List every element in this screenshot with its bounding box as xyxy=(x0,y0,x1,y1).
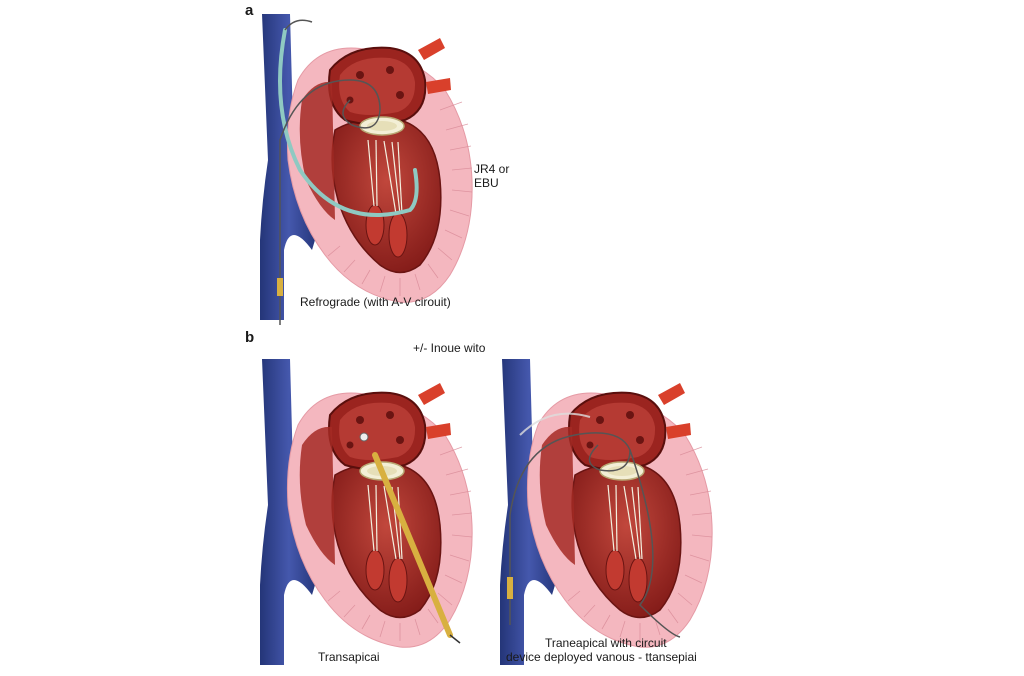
heart-panel-b-left xyxy=(259,358,474,666)
sheath-tip xyxy=(277,278,283,296)
catheter-label-line2: EBU xyxy=(474,176,499,190)
panel-b-top-label: +/- Inoue wito xyxy=(413,341,486,355)
catheter-label-line1: JR4 or xyxy=(474,162,510,176)
panel-letter-b: b xyxy=(245,329,255,346)
blank-box xyxy=(716,80,884,124)
transapical-sheath xyxy=(372,452,453,638)
panel-letter-a: a xyxy=(245,2,254,19)
panel-a-caption: Refrograde (with A-V cirouit) xyxy=(300,295,451,309)
panel-b-right-caption-line2: device deployed vanous - ttansepiai xyxy=(506,650,697,664)
circuit-wire xyxy=(509,432,631,625)
panel-b-left-caption: Transapicai xyxy=(318,650,380,664)
retrograde-catheter xyxy=(278,28,419,217)
heart-panel-b-right xyxy=(499,358,714,666)
guidewire xyxy=(279,79,381,325)
heart-panel-a xyxy=(259,13,474,325)
panel-b-right-caption-line1: Traneapical with circuit xyxy=(545,636,667,650)
